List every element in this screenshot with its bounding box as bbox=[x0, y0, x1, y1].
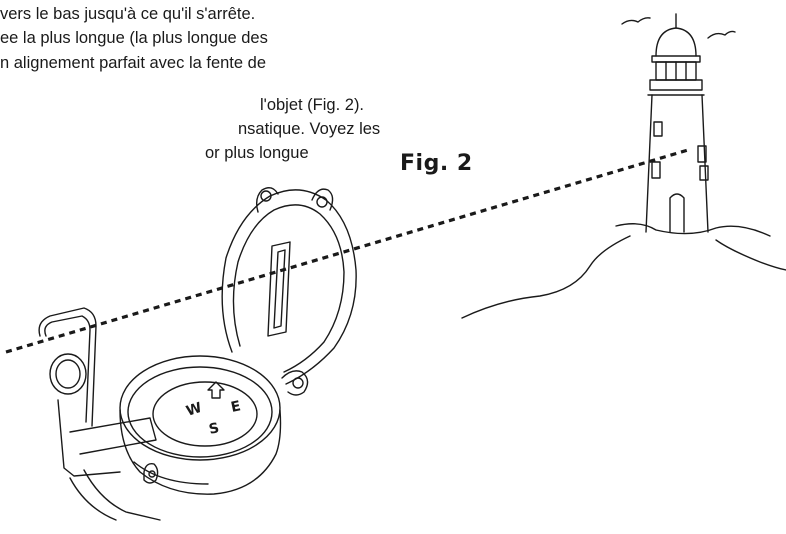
text-line: or plus longue bbox=[205, 144, 309, 163]
text-line: nsatique. Voyez les bbox=[238, 120, 381, 139]
bird-icon bbox=[621, 17, 651, 25]
figure-label: Fig. 2 bbox=[400, 151, 473, 176]
needle-arrow-icon bbox=[207, 381, 225, 399]
text-line: vers le bas jusqu'à ce qu'il s'arrête. bbox=[0, 5, 256, 23]
text-line: l'objet (Fig. 2). bbox=[260, 95, 365, 114]
bird-icon bbox=[707, 30, 736, 39]
instruction-text: vers le bas jusqu'à ce qu'il s'arrête. e… bbox=[0, 2, 400, 166]
text-line: ee la plus longue (la plus longue des bbox=[0, 29, 268, 48]
sight-line bbox=[5, 148, 689, 354]
compass-east-label: E bbox=[230, 398, 243, 416]
lighthouse-illustration bbox=[461, 13, 786, 319]
compass-south-label: S bbox=[208, 420, 221, 438]
compass-west-label: W bbox=[184, 400, 204, 420]
compass-illustration bbox=[38, 187, 357, 521]
text-line: n alignement parfait avec la fente de bbox=[0, 53, 267, 72]
